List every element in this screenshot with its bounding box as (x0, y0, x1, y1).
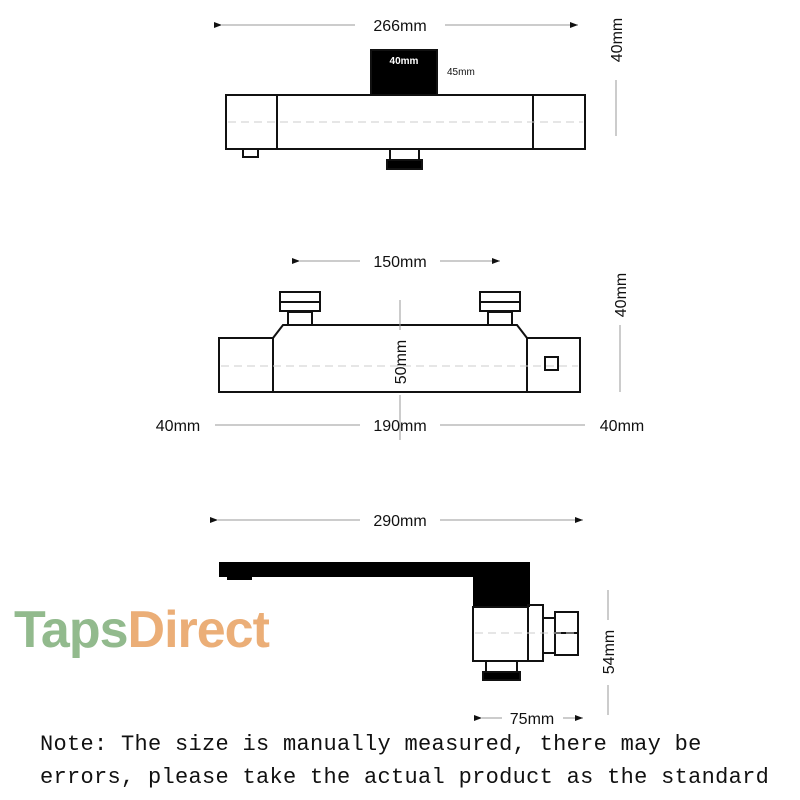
total-width-label: 290mm (373, 513, 426, 530)
depth-label: 75mm (510, 711, 554, 728)
inlet-spacing-label: 150mm (373, 254, 426, 271)
top-width-label: 266mm (373, 18, 426, 35)
center-section-label: 190mm (373, 418, 426, 435)
middle-height-label: 40mm (613, 273, 630, 317)
watermark-part-2: Direct (127, 601, 270, 659)
note-line-2: errors, please take the actual product a… (40, 765, 770, 790)
top-block-side-label: 45mm (447, 67, 475, 78)
watermark-part-1: Taps (14, 601, 129, 659)
top-block-label: 40mm (390, 56, 419, 67)
left-section-label: 40mm (156, 418, 200, 435)
side-view (210, 517, 609, 721)
side-height-label: 54mm (601, 630, 618, 674)
right-section-label: 40mm (600, 418, 644, 435)
top-view (214, 22, 617, 170)
body-height-label: 50mm (393, 340, 410, 384)
watermark-logo: TapsDirect (14, 600, 270, 660)
note-line-1: Note: The size is manually measured, the… (40, 732, 702, 757)
top-height-label: 40mm (609, 18, 626, 62)
middle-view (215, 258, 621, 440)
